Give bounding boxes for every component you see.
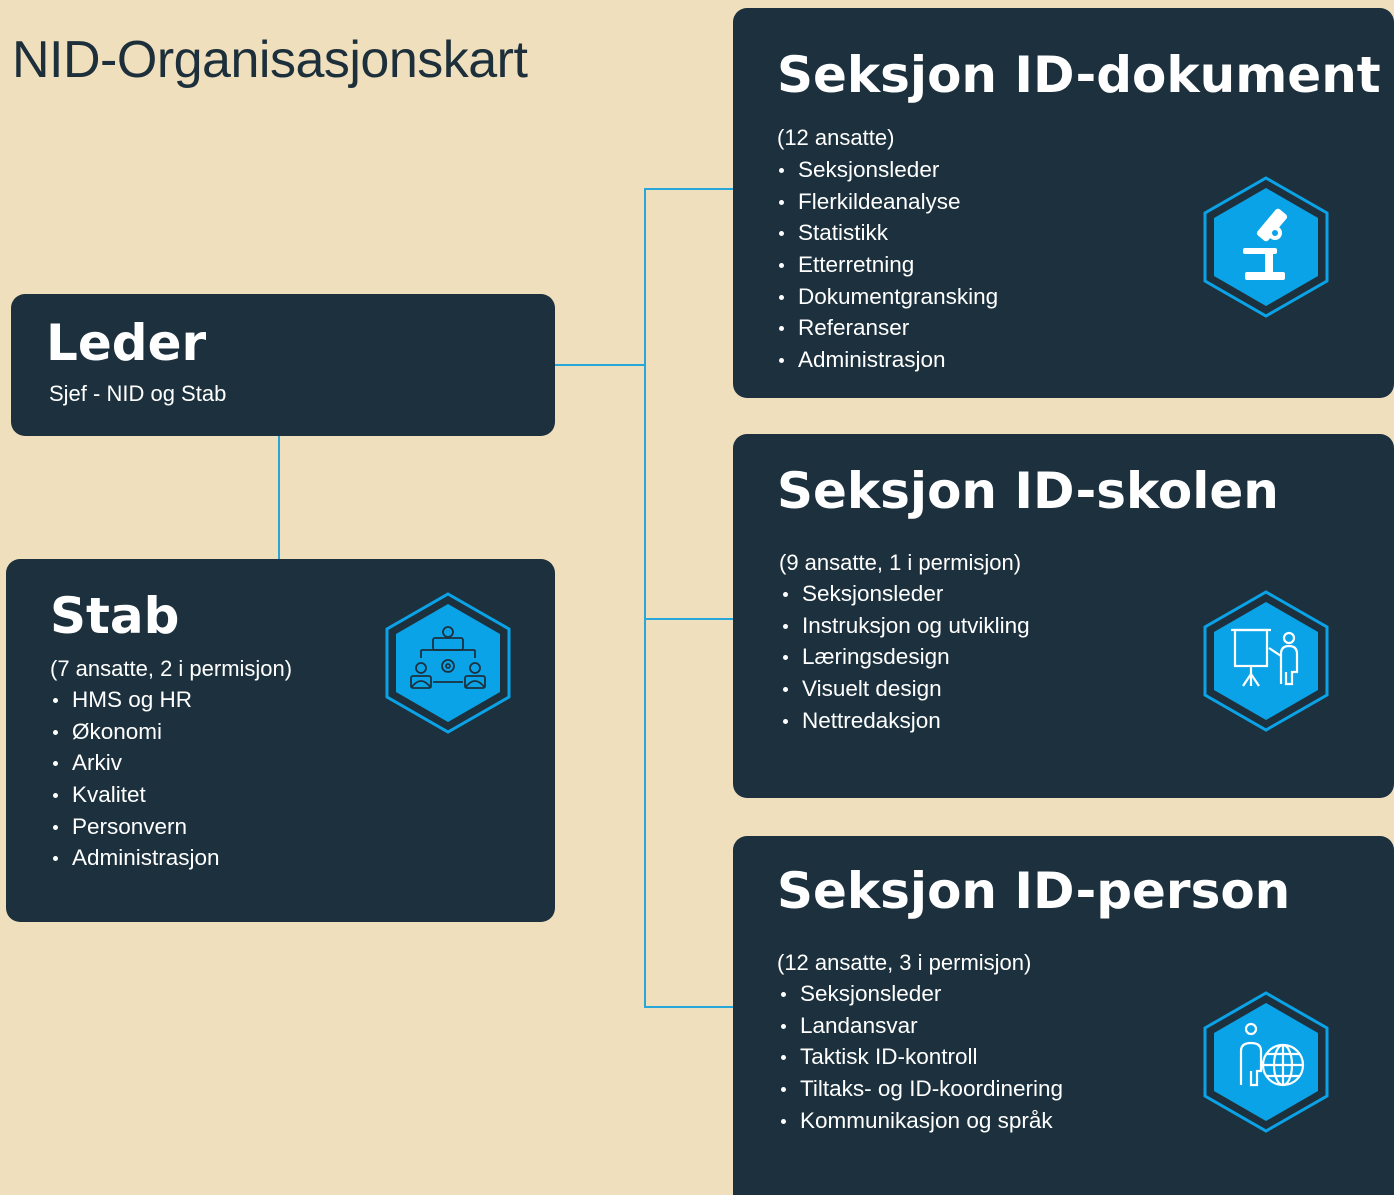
list-item: Flerkildeanalyse <box>776 186 998 218</box>
list-item: Administrasjon <box>776 344 998 376</box>
section-title: Seksjon ID-person <box>777 862 1291 920</box>
list-item: Dokumentgransking <box>776 281 998 313</box>
list-item: Læringsdesign <box>780 641 1030 673</box>
list-item: Taktisk ID-kontroll <box>778 1041 1063 1073</box>
microscope-icon <box>1203 176 1329 318</box>
stab-title: Stab <box>50 587 180 645</box>
section-title: Seksjon ID-skolen <box>777 462 1279 520</box>
stab-subtitle: (7 ansatte, 2 i permisjon) <box>50 656 293 681</box>
list-item: Seksjonsleder <box>776 154 998 186</box>
list-item: Seksjonsleder <box>778 978 1063 1010</box>
stab-card: Stab (7 ansatte, 2 i permisjon) HMS og H… <box>6 559 555 922</box>
list-item: Statistikk <box>776 217 998 249</box>
list-item: Personvern <box>50 811 220 843</box>
connector-to-id-skolen <box>644 618 734 620</box>
list-item: Landansvar <box>778 1010 1063 1042</box>
person-globe-icon <box>1203 991 1329 1133</box>
list-item: Visuelt design <box>780 673 1030 705</box>
page-title: NID-Organisasjonskart <box>12 31 528 89</box>
section-subtitle: (12 ansatte) <box>777 125 895 150</box>
section-card-id-person: Seksjon ID-person (12 ansatte, 3 i permi… <box>733 836 1394 1195</box>
section-list: Seksjonsleder Instruksjon og utvikling L… <box>780 578 1030 736</box>
section-list: Seksjonsleder Flerkildeanalyse Statistik… <box>776 154 998 376</box>
team-gear-icon <box>385 592 511 734</box>
connector-trunk <box>644 188 646 1007</box>
stab-list: HMS og HR Økonomi Arkiv Kvalitet Personv… <box>50 684 220 874</box>
list-item: Arkiv <box>50 747 220 779</box>
list-item: Økonomi <box>50 716 220 748</box>
list-item: Administrasjon <box>50 842 220 874</box>
section-list: Seksjonsleder Landansvar Taktisk ID-kont… <box>778 978 1063 1136</box>
list-item: Kommunikasjon og språk <box>778 1105 1063 1137</box>
leader-subtitle: Sjef - NID og Stab <box>49 381 227 406</box>
connector-to-id-person <box>644 1006 734 1008</box>
list-item: Seksjonsleder <box>780 578 1030 610</box>
list-item: Instruksjon og utvikling <box>780 610 1030 642</box>
connector-leader-to-stab <box>278 436 280 560</box>
section-card-id-skolen: Seksjon ID-skolen (9 ansatte, 1 i permis… <box>733 434 1394 798</box>
section-card-id-dokument: Seksjon ID-dokument (12 ansatte) Seksjon… <box>733 8 1394 398</box>
section-subtitle: (9 ansatte, 1 i permisjon) <box>779 550 1022 575</box>
section-subtitle: (12 ansatte, 3 i permisjon) <box>777 950 1032 975</box>
section-title: Seksjon ID-dokument <box>777 46 1381 104</box>
list-item: Kvalitet <box>50 779 220 811</box>
list-item: Nettredaksjon <box>780 705 1030 737</box>
connector-to-id-dokument <box>644 188 734 190</box>
list-item: Referanser <box>776 312 998 344</box>
connector-leader-to-trunk <box>555 364 645 366</box>
leader-card: Leder Sjef - NID og Stab <box>11 294 555 436</box>
list-item: HMS og HR <box>50 684 220 716</box>
list-item: Etterretning <box>776 249 998 281</box>
presenter-board-icon <box>1203 590 1329 732</box>
list-item: Tiltaks- og ID-koordinering <box>778 1073 1063 1105</box>
leader-title: Leder <box>46 314 207 372</box>
